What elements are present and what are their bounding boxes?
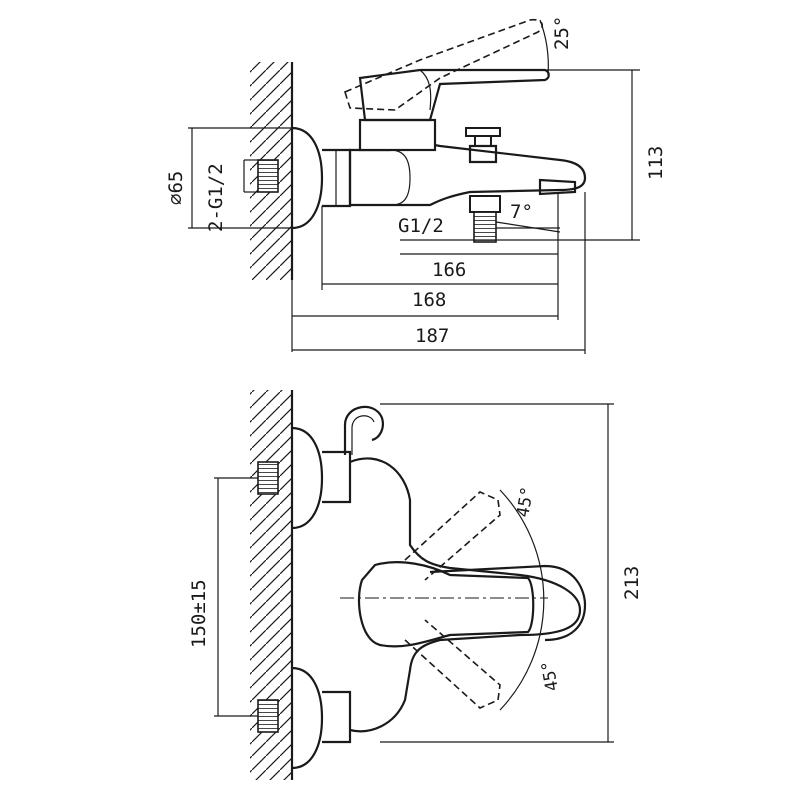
top-lever-up45 xyxy=(404,491,501,581)
top-flange-lower xyxy=(291,666,324,770)
top-rotation-arc xyxy=(499,489,545,711)
top-lever xyxy=(357,561,535,648)
top-mixer-body xyxy=(349,457,582,733)
dim-height-113: 113 xyxy=(645,146,667,180)
dim-inlet-thread: 2-G1/2 xyxy=(205,163,227,232)
dim-angle-down: 45° xyxy=(538,659,563,693)
side-mixer-body xyxy=(348,143,587,207)
side-lever xyxy=(358,68,550,122)
side-shower-outlet xyxy=(469,195,501,243)
side-inlet-thread xyxy=(257,159,279,193)
top-view: 150±15 213 45° 45° xyxy=(188,390,643,780)
dim-height-113-lines xyxy=(400,69,640,241)
dim-diameter-65: ⌀65 xyxy=(165,171,187,205)
side-cartridge xyxy=(358,118,437,152)
dim-inlet-lines xyxy=(188,127,292,229)
top-flange-upper xyxy=(291,426,324,530)
dim-width-213-lines xyxy=(380,403,614,743)
dim-angle-up: 45° xyxy=(513,485,538,519)
dim-length-187: 187 xyxy=(415,325,449,347)
dim-lever-angle: 25° xyxy=(551,16,573,50)
top-loop xyxy=(429,564,587,642)
dim-outlet-thread: G1/2 xyxy=(398,215,444,237)
dim-width-213: 213 xyxy=(621,566,643,600)
side-lever-raised xyxy=(344,18,543,111)
top-shower-hook xyxy=(343,405,384,455)
side-flange xyxy=(291,126,324,230)
dim-length-168: 168 xyxy=(412,289,446,311)
dim-length-lines xyxy=(291,192,586,354)
side-view: 25° 113 ⌀65 2-G1/2 G1/2 7° 166 168 187 xyxy=(165,16,667,354)
side-spout-tip xyxy=(538,178,577,196)
dim-center-distance-lines xyxy=(214,477,258,717)
dim-length-166: 166 xyxy=(432,259,466,281)
side-diverter-knob xyxy=(465,127,501,164)
top-lever-down45 xyxy=(404,619,501,709)
dim-spout-angle: 7° xyxy=(510,201,533,223)
dim-center-distance: 150±15 xyxy=(188,579,210,648)
